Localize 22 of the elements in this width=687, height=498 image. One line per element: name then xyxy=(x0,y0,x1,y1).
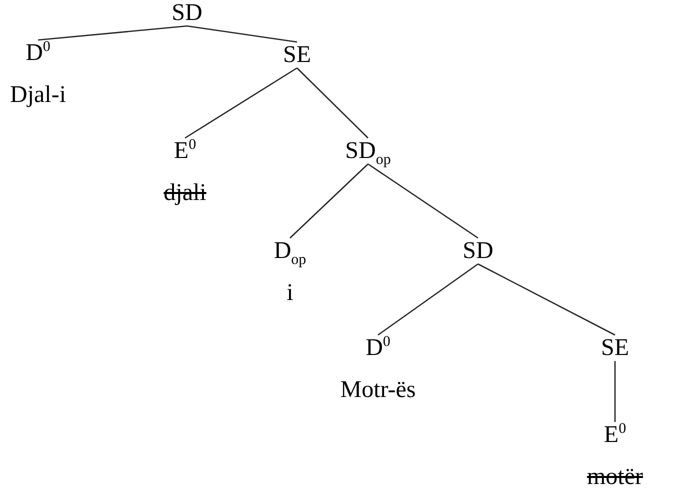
tree-branch xyxy=(184,67,298,139)
struck-word: motër xyxy=(587,464,643,490)
word-label: Djal-i xyxy=(10,82,66,108)
node-label: D$^{0}$ xyxy=(364,335,392,361)
node-label: SD xyxy=(462,238,494,264)
tree-branch xyxy=(368,163,478,239)
word-label: i xyxy=(286,280,294,306)
node-label: SE xyxy=(601,335,629,361)
node-label: SE xyxy=(283,42,311,68)
node-label: E$^{0}$ xyxy=(602,422,628,448)
tree-branch xyxy=(478,263,616,336)
word-label: Motr-ës xyxy=(340,377,416,403)
node-label: SD xyxy=(172,0,202,26)
node-label: E$^{0}$ xyxy=(172,138,198,164)
struck-word: djali xyxy=(164,180,206,206)
tree-branch xyxy=(378,263,478,336)
tree-branch xyxy=(296,68,368,138)
tree-branch xyxy=(186,25,298,43)
tree-branch xyxy=(614,361,616,422)
tree-branch xyxy=(290,164,368,238)
tree-branch xyxy=(38,25,188,41)
node-label: D$^{0}$ xyxy=(24,40,52,66)
